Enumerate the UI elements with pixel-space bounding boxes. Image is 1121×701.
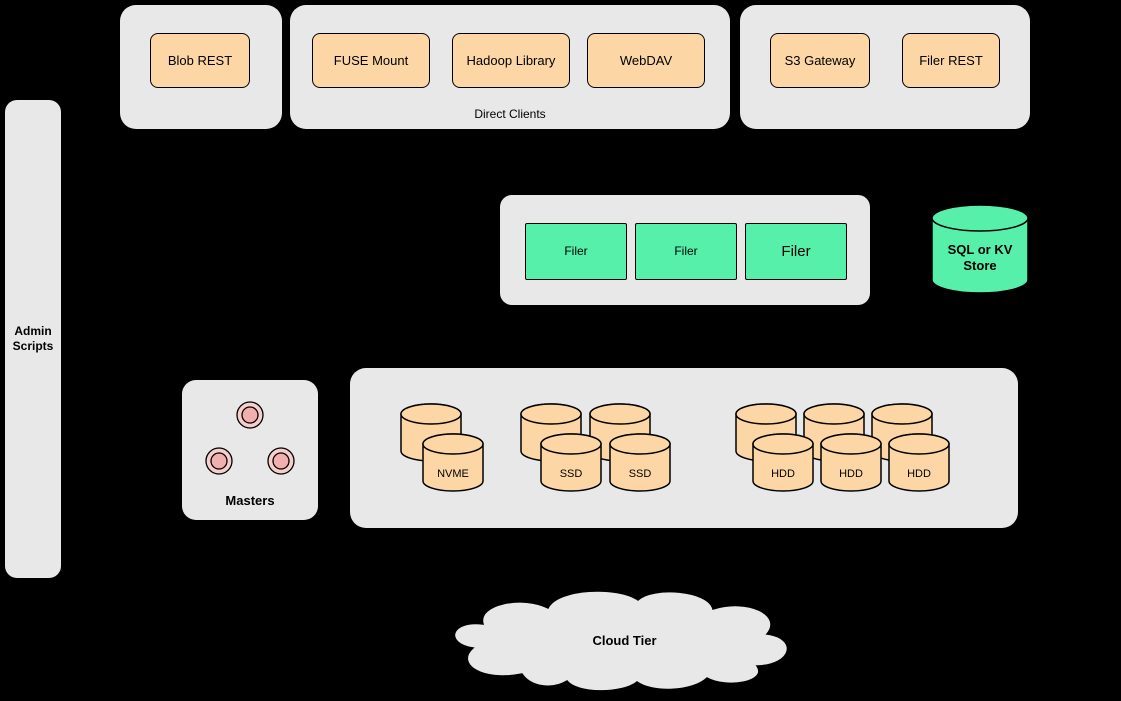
filer-node: Filer xyxy=(635,223,737,280)
filer-rest-node: Filer REST xyxy=(902,33,1000,88)
client-group-blob: Blob REST xyxy=(120,5,282,129)
master-node-icon xyxy=(205,447,233,475)
svg-text:SSD: SSD xyxy=(629,468,652,480)
masters-label: Masters xyxy=(225,493,275,508)
admin-scripts-panel: Admin Scripts xyxy=(5,100,61,578)
fuse-mount-node: FUSE Mount xyxy=(312,33,430,88)
admin-scripts-label: Admin Scripts xyxy=(12,324,54,353)
sql-kv-store-label: SQL or KV Store xyxy=(947,242,1013,274)
hdd-disk-cylinder: HDD xyxy=(752,433,814,492)
hdd-disk-cylinder: HDD xyxy=(888,433,950,492)
master-node-icon xyxy=(236,401,264,429)
direct-clients-label: Direct Clients xyxy=(474,107,546,121)
filer-node: Filer xyxy=(745,223,847,280)
svg-text:HDD: HDD xyxy=(907,468,931,480)
filer-cluster-panel: Filer Filer Filer xyxy=(500,195,870,305)
svg-text:HDD: HDD xyxy=(839,468,863,480)
master-node-icon xyxy=(267,447,295,475)
cloud-tier-shape xyxy=(453,590,788,692)
nvme-disk-cylinder xyxy=(400,403,462,462)
masters-panel: Masters xyxy=(182,380,318,520)
sql-kv-store-cylinder xyxy=(931,204,1029,294)
ssd-disk-cylinder: SSD xyxy=(609,433,671,492)
hdd-disk-cylinder: HDD xyxy=(820,433,882,492)
nvme-disk-cylinder: NVME xyxy=(422,433,484,492)
blob-rest-node: Blob REST xyxy=(150,33,250,88)
svg-text:NVME: NVME xyxy=(437,468,469,480)
filer-node: Filer xyxy=(525,223,627,280)
hadoop-library-node: Hadoop Library xyxy=(452,33,570,88)
svg-text:SSD: SSD xyxy=(560,468,583,480)
webdav-node: WebDAV xyxy=(587,33,705,88)
client-group-gateways: S3 Gateway Filer REST xyxy=(740,5,1030,129)
cloud-tier-label: Cloud Tier xyxy=(592,633,657,648)
s3-gateway-node: S3 Gateway xyxy=(770,33,870,88)
svg-text:HDD: HDD xyxy=(771,468,795,480)
client-group-direct-clients: FUSE Mount Hadoop Library WebDAV Direct … xyxy=(290,5,730,129)
ssd-disk-cylinder: SSD xyxy=(540,433,602,492)
